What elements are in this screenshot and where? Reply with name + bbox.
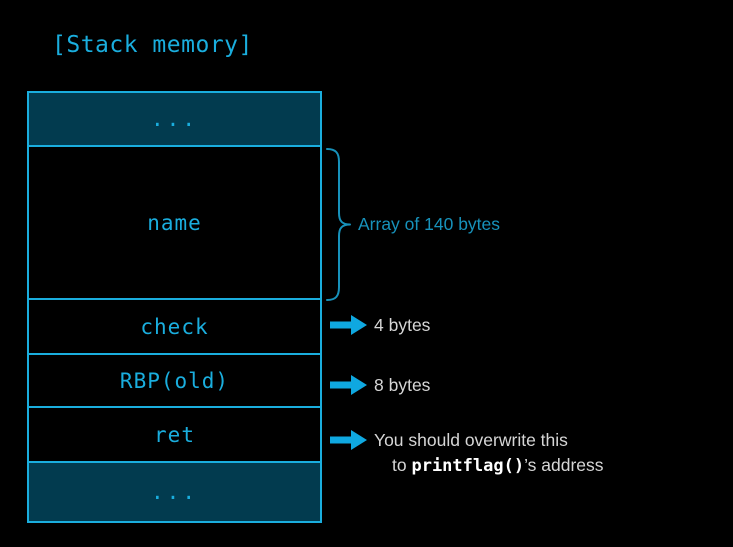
annotation-line-1: You should overwrite this bbox=[374, 430, 568, 450]
page-title: [Stack memory] bbox=[52, 32, 253, 58]
stack-cell-label: name bbox=[147, 210, 202, 235]
annotation-line-2: to printflag()’s address bbox=[374, 453, 604, 478]
annotation-array-size: Array of 140 bytes bbox=[352, 212, 500, 237]
stack-cell-dots-bottom: ... bbox=[29, 463, 320, 521]
annotation-line-2-suffix: ’s address bbox=[524, 454, 604, 475]
stack-cell-label: ... bbox=[151, 479, 198, 504]
annotation-label: 4 bytes bbox=[374, 315, 431, 335]
stack-cell-label: check bbox=[140, 314, 209, 339]
annotation-line-2-prefix: to bbox=[392, 454, 412, 475]
annotation-label: Array of 140 bytes bbox=[358, 214, 501, 234]
stack-cell-label: RBP(old) bbox=[119, 368, 230, 393]
arrow-right-icon bbox=[330, 315, 367, 335]
annotation-label-block: You should overwrite this to printflag()… bbox=[368, 428, 604, 478]
stack-cell-check: check bbox=[29, 300, 320, 355]
curly-brace-icon bbox=[326, 148, 351, 301]
stack-cell-dots-top: ... bbox=[29, 93, 320, 147]
arrow-right-icon bbox=[330, 375, 367, 395]
stack-cell-rbp-old: RBP(old) bbox=[29, 355, 320, 408]
stack-cell-label: ret bbox=[154, 422, 195, 447]
stack-cell-name: name bbox=[29, 147, 320, 300]
stack-cell-ret: ret bbox=[29, 408, 320, 463]
annotation-check-size: 4 bytes bbox=[330, 313, 430, 338]
annotation-rbp-size: 8 bytes bbox=[330, 373, 430, 398]
stack-memory-diagram: ... name check RBP(old) ret ... bbox=[27, 91, 322, 523]
printflag-code: printflag() bbox=[411, 455, 525, 476]
stack-cell-label: ... bbox=[151, 106, 198, 131]
annotation-label: 8 bytes bbox=[374, 375, 431, 395]
annotation-ret-instruction: You should overwrite this to printflag()… bbox=[330, 428, 604, 478]
arrow-right-icon bbox=[330, 430, 367, 450]
